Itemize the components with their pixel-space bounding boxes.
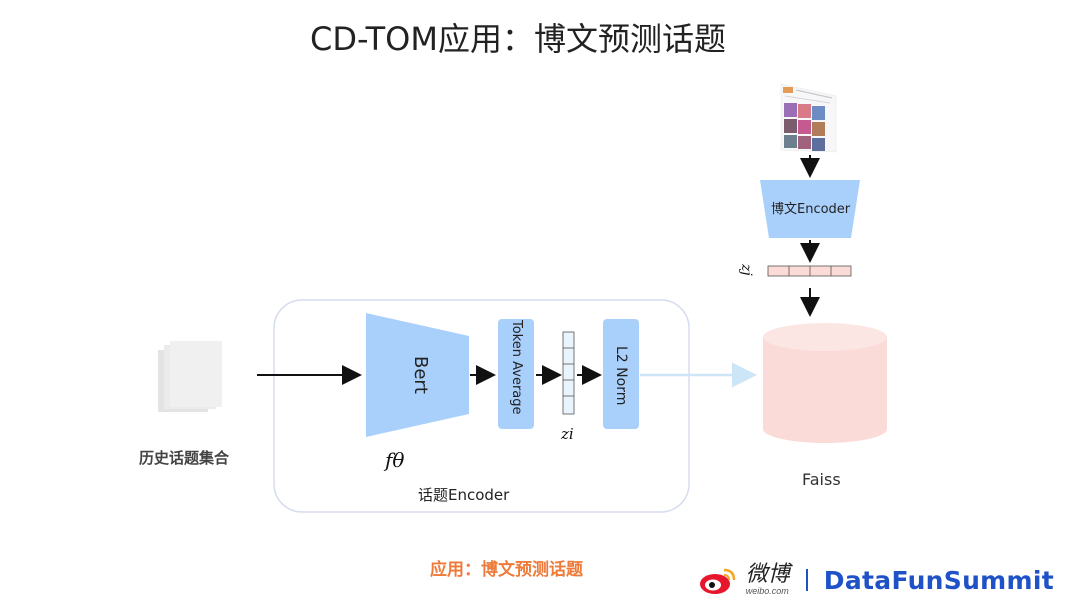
caption: 应用：博文预测话题 (430, 560, 583, 580)
l2-norm-label: L2 Norm (613, 346, 629, 406)
weibo-logo-icon (699, 568, 736, 594)
weibo-encoder-block (760, 180, 860, 238)
history-topics-label: 历史话题集合 (139, 449, 230, 467)
weibo-url: weibo.com (745, 586, 789, 596)
zi-label: zi (561, 425, 574, 443)
topic-encoder-label: 话题Encoder (418, 486, 510, 504)
f-theta-label: fθ (385, 448, 405, 472)
footer-divider (805, 569, 808, 591)
weibo-text: 微博 (745, 562, 790, 587)
page-title: CD-TOM应用：博文预测话题 (310, 20, 726, 58)
weibo-post-thumbnail (780, 83, 837, 153)
weibo-wordmark: 微博 weibo.com (746, 564, 790, 596)
history-docs-icon (158, 341, 222, 412)
bert-label: Bert (410, 356, 431, 394)
zj-label: zj (738, 264, 754, 276)
weibo-encoder-label: 博文Encoder (771, 202, 851, 217)
zi-vector (562, 331, 575, 415)
l2-norm-block (603, 319, 639, 429)
faiss-database-icon (763, 323, 887, 443)
faiss-label: Faiss (802, 470, 841, 489)
zj-vector (767, 265, 852, 277)
token-average-block (498, 319, 534, 429)
footer-logos: 微博 weibo.com DataFunSummit (698, 562, 1054, 598)
bert-block (366, 313, 469, 437)
token-average-label: Token Average (509, 320, 524, 415)
topic-encoder-box (273, 299, 690, 513)
datafunsummit-brand: DataFunSummit (823, 565, 1054, 595)
